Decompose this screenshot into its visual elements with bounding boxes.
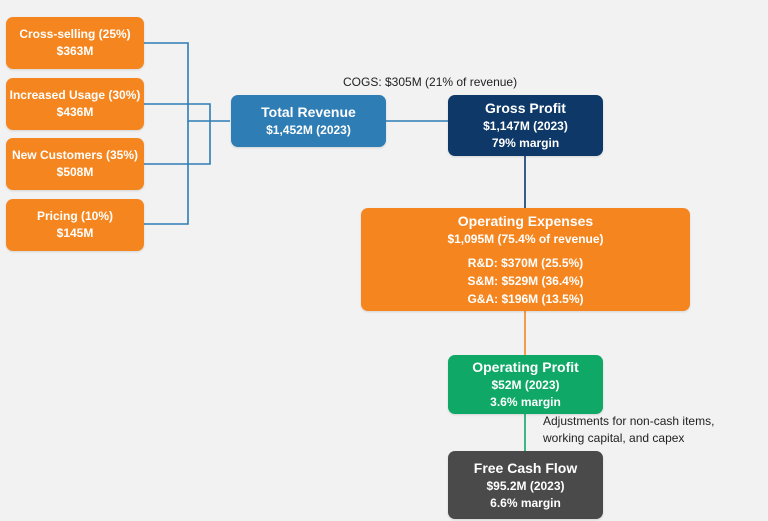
total-revenue-title: Total Revenue: [261, 104, 356, 120]
adjustments-note: Adjustments for non-cash items, working …: [543, 413, 714, 447]
source-value: $363M: [56, 44, 94, 58]
total-revenue-node[interactable]: Total Revenue $1,452M (2023): [231, 95, 386, 147]
free-cash-flow-node[interactable]: Free Cash Flow $95.2M (2023) 6.6% margin: [448, 451, 603, 519]
free-cash-flow-margin: 6.6% margin: [490, 495, 561, 510]
adjustments-note-line-1: Adjustments for non-cash items,: [543, 414, 715, 428]
connector-increased-usage: [144, 103, 211, 121]
gross-profit-title: Gross Profit: [485, 100, 566, 116]
connector-cross-selling: [144, 42, 230, 122]
source-pricing[interactable]: Pricing (10%) $145M: [6, 199, 144, 251]
opex-snm: S&M: $529M (36.4%): [467, 273, 584, 288]
source-label: New Customers (35%): [11, 148, 139, 162]
operating-expenses-value: $1,095M (75.4% of revenue): [447, 231, 604, 246]
source-label: Cross-selling (25%): [19, 27, 131, 41]
source-new-customers[interactable]: New Customers (35%) $508M: [6, 138, 144, 190]
operating-profit-title: Operating Profit: [472, 359, 579, 375]
free-cash-flow-title: Free Cash Flow: [473, 459, 578, 476]
operating-expenses-title: Operating Expenses: [457, 212, 594, 229]
opex-gna: G&A: $196M (13.5%): [467, 291, 584, 306]
source-increased-usage[interactable]: Increased Usage (30%) $436M: [6, 78, 144, 130]
connector-pricing: [144, 121, 189, 225]
cogs-note: COGS: $305M (21% of revenue): [343, 75, 518, 89]
operating-profit-node[interactable]: Operating Profit $52M (2023) 3.6% margin: [448, 355, 603, 414]
opex-rnd: R&D: $370M (25.5%): [467, 255, 584, 270]
free-cash-flow-value: $95.2M (2023): [486, 478, 565, 493]
gross-profit-margin: 79% margin: [491, 136, 560, 150]
operating-expenses-node[interactable]: Operating Expenses $1,095M (75.4% of rev…: [361, 208, 690, 311]
operating-profit-value: $52M (2023): [491, 378, 560, 392]
source-value: $508M: [56, 165, 94, 179]
gross-profit-value: $1,147M (2023): [483, 119, 568, 133]
source-cross-selling[interactable]: Cross-selling (25%) $363M: [6, 17, 144, 69]
connector-new-customers: [144, 121, 211, 165]
adjustments-note-line-2: working capital, and capex: [543, 431, 685, 445]
gross-profit-node[interactable]: Gross Profit $1,147M (2023) 79% margin: [448, 95, 603, 156]
operating-profit-margin: 3.6% margin: [490, 395, 561, 409]
source-label: Increased Usage (30%): [9, 88, 141, 102]
total-revenue-value: $1,452M (2023): [266, 123, 351, 137]
source-label: Pricing (10%): [36, 209, 114, 223]
opex-breakdown: R&D: $370M (25.5%) S&M: $529M (36.4%) G&…: [467, 254, 583, 308]
source-value: $436M: [56, 105, 94, 119]
source-value: $145M: [56, 226, 94, 240]
